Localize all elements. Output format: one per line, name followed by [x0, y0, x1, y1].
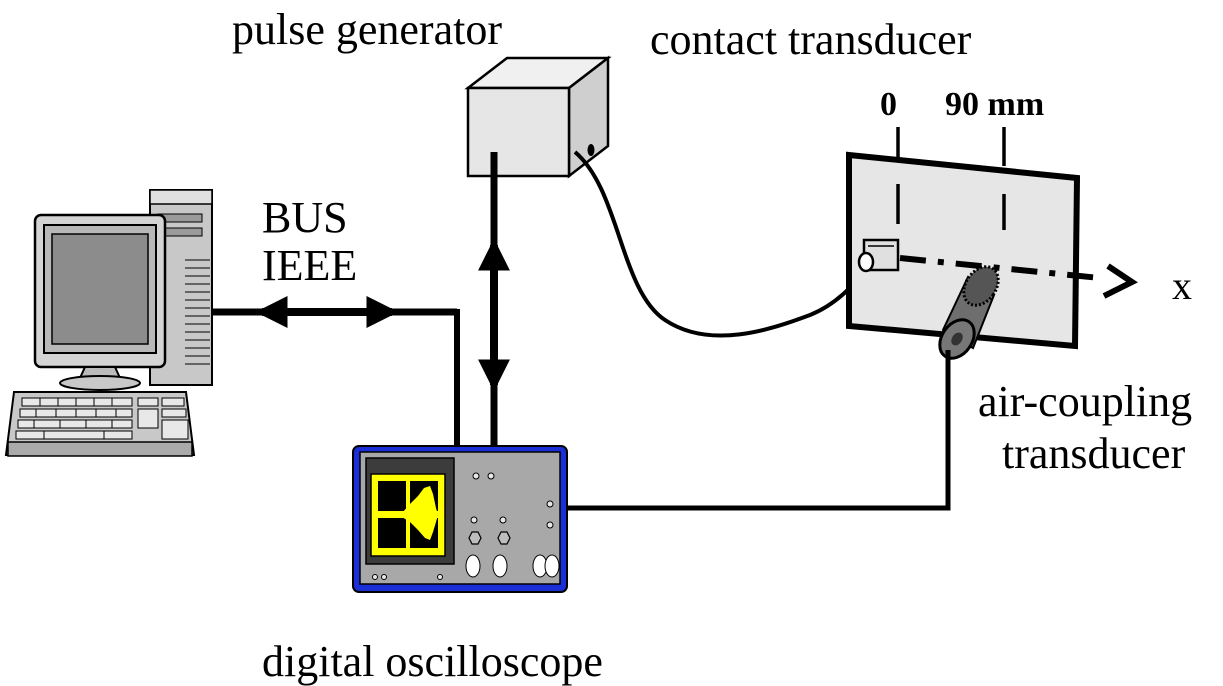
ieee-label: IEEE — [262, 241, 358, 290]
computer-icon — [4, 189, 213, 457]
digital-oscilloscope-device — [352, 445, 568, 593]
pulse-generator-label: pulse generator — [232, 5, 502, 54]
pulse-cable — [573, 150, 870, 338]
bus-label: BUS — [262, 193, 348, 242]
air-coupling-transducer-device — [938, 265, 1000, 360]
pulse-generator-device — [464, 55, 612, 179]
air-coupling-label: air-coupling — [978, 377, 1193, 426]
specimen-plate — [846, 127, 1138, 350]
digital-oscilloscope-label: digital oscilloscope — [262, 637, 603, 686]
receiver-cable — [565, 350, 951, 511]
contact-transducer-device — [857, 238, 900, 273]
scale-zero-label: 0 — [880, 86, 897, 123]
air-coupling-transducer-label: transducer — [1002, 429, 1186, 478]
scale-ninety-label: 90 mm — [945, 86, 1045, 123]
ieee-bus-cable — [212, 296, 460, 450]
contact-transducer-label: contact transducer — [650, 15, 972, 64]
axis-x-label: x — [1172, 263, 1192, 308]
